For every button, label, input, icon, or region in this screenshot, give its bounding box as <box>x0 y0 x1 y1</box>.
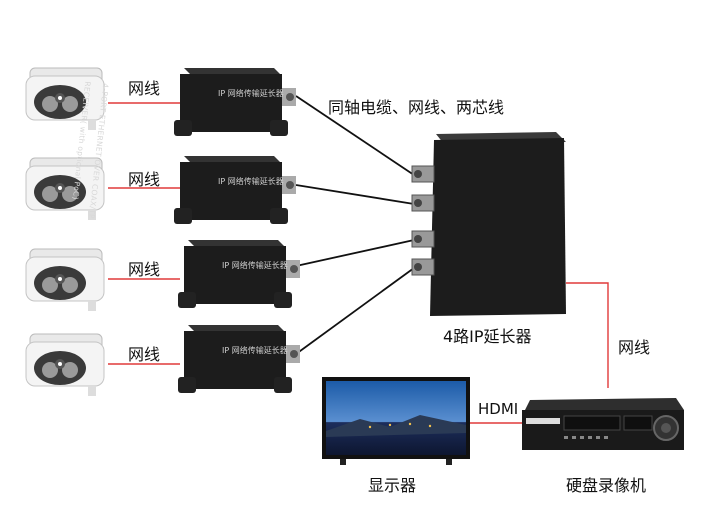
camera-3-cable-label: 网线 <box>128 260 161 279</box>
coax-cable-4 <box>295 267 415 355</box>
coax-cable-3 <box>295 239 415 267</box>
camera-1-cable-label: 网线 <box>128 79 161 98</box>
coax-cable-1 <box>295 95 415 176</box>
transmitter-2-print: IP 网络传输延长器 <box>218 177 284 186</box>
ip-transmitter-4 <box>178 325 300 393</box>
bullet-camera-3 <box>25 248 105 311</box>
bullet-camera-1 <box>25 67 105 130</box>
receiver-print: 4-PORT ETHERNET OVER COAX/TP RECEIVER( w… <box>0 68 110 223</box>
hdmi-label: HDMI <box>478 400 519 418</box>
receiver-dvr-cable <box>566 282 609 388</box>
coax-cable-2 <box>295 184 415 205</box>
monitor-label: 显示器 <box>368 476 417 495</box>
ip-transmitter-1 <box>174 68 296 136</box>
dvr-label: 硬盘录像机 <box>566 476 647 495</box>
ip-transmitter-2 <box>174 156 296 224</box>
coax-cable-note: 同轴电缆、网线、两芯线 <box>328 98 505 117</box>
ip-transmitter-3 <box>178 240 300 308</box>
hard-disk-recorder <box>522 398 684 450</box>
transmitter-1-print: IP 网络传输延长器 <box>218 89 284 98</box>
dvr-cable-label: 网线 <box>618 338 651 357</box>
camera-4-cable-label: 网线 <box>128 345 161 364</box>
monitor-display <box>322 377 470 465</box>
four-port-receiver <box>411 132 566 316</box>
bullet-camera-4 <box>25 333 105 396</box>
bullet-camera-2 <box>25 157 105 220</box>
transmitter-4-print: IP 网络传输延长器 <box>222 346 288 355</box>
camera-2-cable-label: 网线 <box>128 170 161 189</box>
receiver-label: 4路IP延长器 <box>443 327 532 346</box>
transmitter-3-print: IP 网络传输延长器 <box>222 261 288 270</box>
